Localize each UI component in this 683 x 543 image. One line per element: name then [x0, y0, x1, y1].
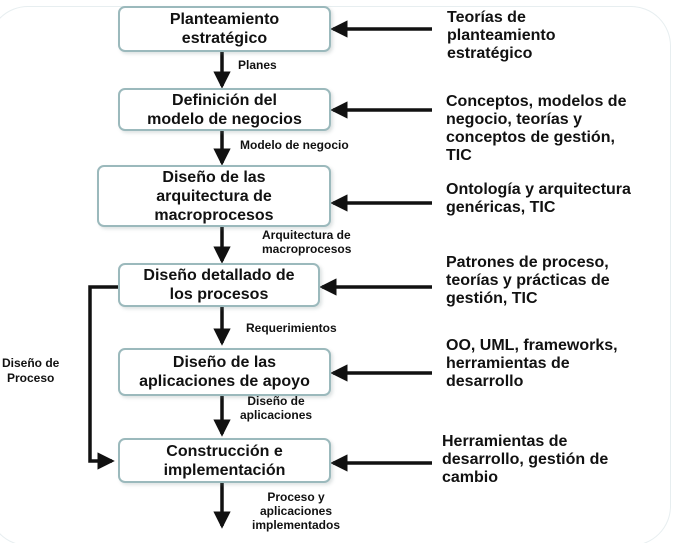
input-label-2: Conceptos, modelos de negocio, teorías y… — [446, 93, 627, 164]
input-label-5: OO, UML, frameworks, herramientas de des… — [446, 337, 618, 390]
flow-label-diseno-aplicaciones: Diseño de aplicaciones — [240, 394, 313, 422]
side-label-diseno-proceso: Diseño de Proceso — [2, 356, 60, 385]
flow-label-planes: Planes — [238, 58, 277, 72]
box-planteamiento-estrategico: Planteamiento estratégico — [118, 6, 331, 52]
box-arquitectura-macroprocesos: Diseño de las arquitectura de macroproce… — [97, 165, 331, 227]
rounded-frame — [0, 6, 671, 543]
flow-label-proceso-implementados: Proceso y aplicaciones implementados — [252, 490, 341, 532]
box-diseno-detallado-procesos: Diseño detallado de los procesos — [118, 263, 320, 307]
box-diseno-aplicaciones-apoyo: Diseño de las aplicaciones de apoyo — [118, 348, 331, 396]
input-label-6: Herramientas de desarrollo, gestión de c… — [442, 433, 609, 486]
box-construccion-implementacion: Construcción e implementación — [118, 438, 331, 483]
flow-label-modelo-negocio: Modelo de negocio — [240, 138, 349, 152]
box-definicion-modelo-negocios: Definición del modelo de negocios — [118, 88, 331, 131]
flow-label-arquitectura: Arquitectura de macroprocesos — [262, 228, 352, 256]
process-loop-arrow — [88, 285, 120, 470]
input-label-4: Patrones de proceso, teorías y prácticas… — [446, 254, 610, 307]
input-label-3: Ontología y arquitectura genéricas, TIC — [446, 181, 631, 216]
flow-label-requerimientos: Requerimientos — [246, 321, 337, 335]
input-label-1: Teorías de planteamiento estratégico — [447, 9, 556, 62]
